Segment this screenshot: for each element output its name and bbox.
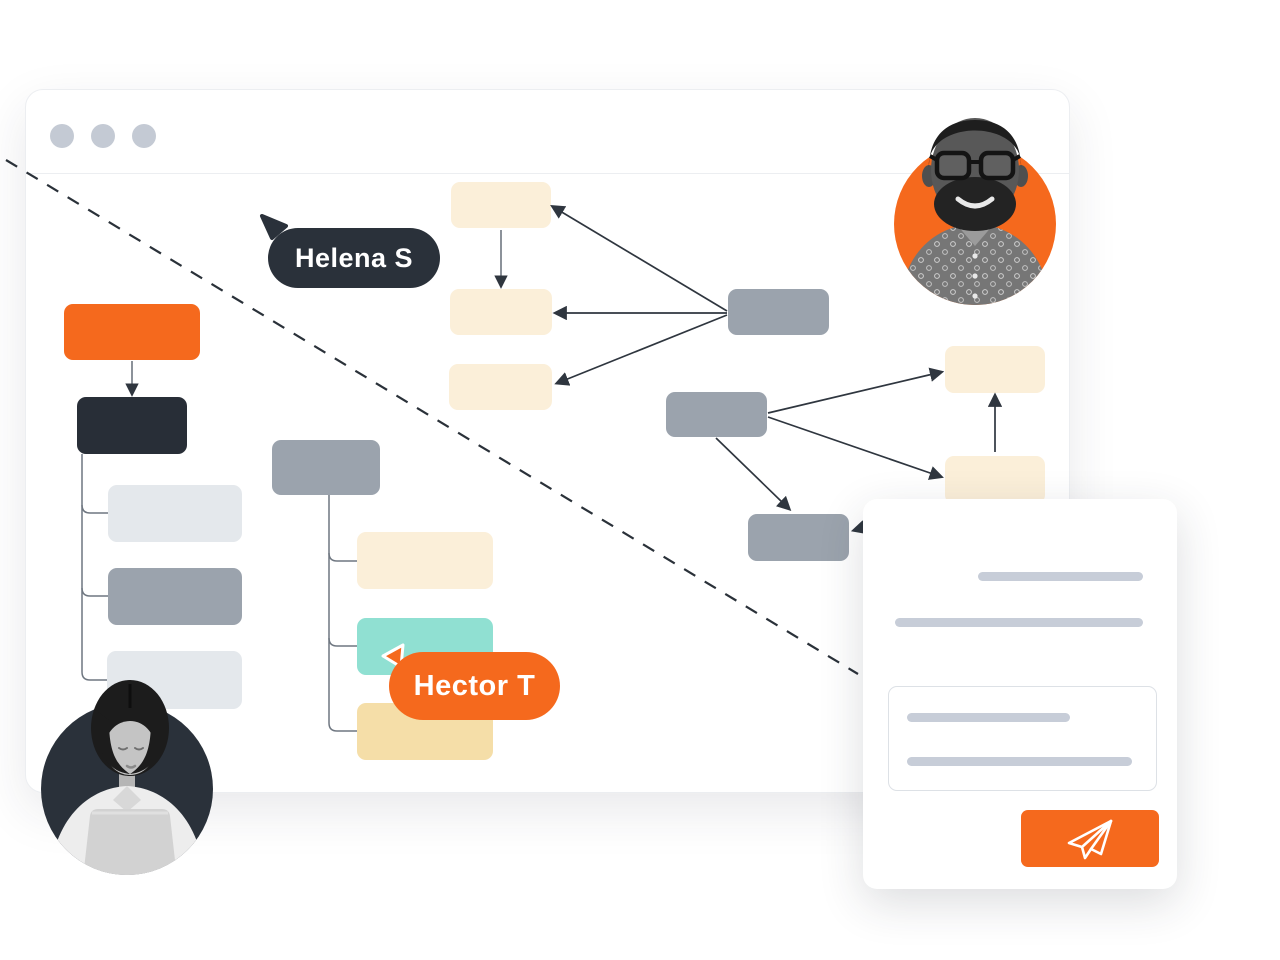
diagram-node-right-cream-e[interactable] — [945, 456, 1045, 504]
collaborator-label-hector: Hector T — [389, 652, 560, 720]
diagram-node-right-gray-3[interactable] — [748, 514, 849, 561]
diagram-node-top-cream-b[interactable] — [450, 289, 552, 335]
diagram-node-left-grandchild-1[interactable] — [108, 485, 242, 542]
diagram-node-top-cream-c[interactable] — [449, 364, 552, 410]
diagram-node-mid-parent-gray[interactable] — [272, 440, 380, 495]
cursor-pointer-icon — [260, 214, 288, 240]
paper-plane-send-icon — [1067, 819, 1113, 859]
diagram-node-left-grandchild-2[interactable] — [108, 568, 242, 625]
diagram-node-right-cream-d[interactable] — [945, 346, 1045, 393]
diagram-node-right-gray-2[interactable] — [666, 392, 767, 437]
diagram-node-left-root-orange[interactable] — [64, 304, 200, 360]
collaborator-label-helena: Helena S — [268, 228, 440, 288]
comment-panel — [863, 499, 1177, 889]
window-control-dot[interactable] — [91, 124, 115, 148]
comment-input[interactable] — [888, 686, 1157, 791]
placeholder-text-bar — [907, 757, 1132, 766]
diagram-node-mid-child-cream[interactable] — [357, 532, 493, 589]
collaborator-name: Helena S — [294, 242, 414, 273]
placeholder-text-bar — [895, 618, 1143, 627]
avatar-woman-illustration — [41, 680, 213, 875]
avatar-female-collaborator — [35, 666, 225, 878]
window-control-dot[interactable] — [50, 124, 74, 148]
diagram-node-top-cream-a[interactable] — [451, 182, 551, 228]
collaborator-name: Hector T — [413, 669, 536, 702]
placeholder-text-bar — [907, 713, 1070, 722]
diagram-node-left-child-dark[interactable] — [77, 397, 187, 454]
diagram-node-right-gray-1[interactable] — [728, 289, 829, 335]
avatar-man-illustration — [894, 118, 1056, 305]
send-comment-button[interactable] — [1021, 810, 1159, 867]
window-control-dot[interactable] — [132, 124, 156, 148]
placeholder-text-bar — [978, 572, 1143, 581]
avatar-male-collaborator — [885, 96, 1065, 308]
